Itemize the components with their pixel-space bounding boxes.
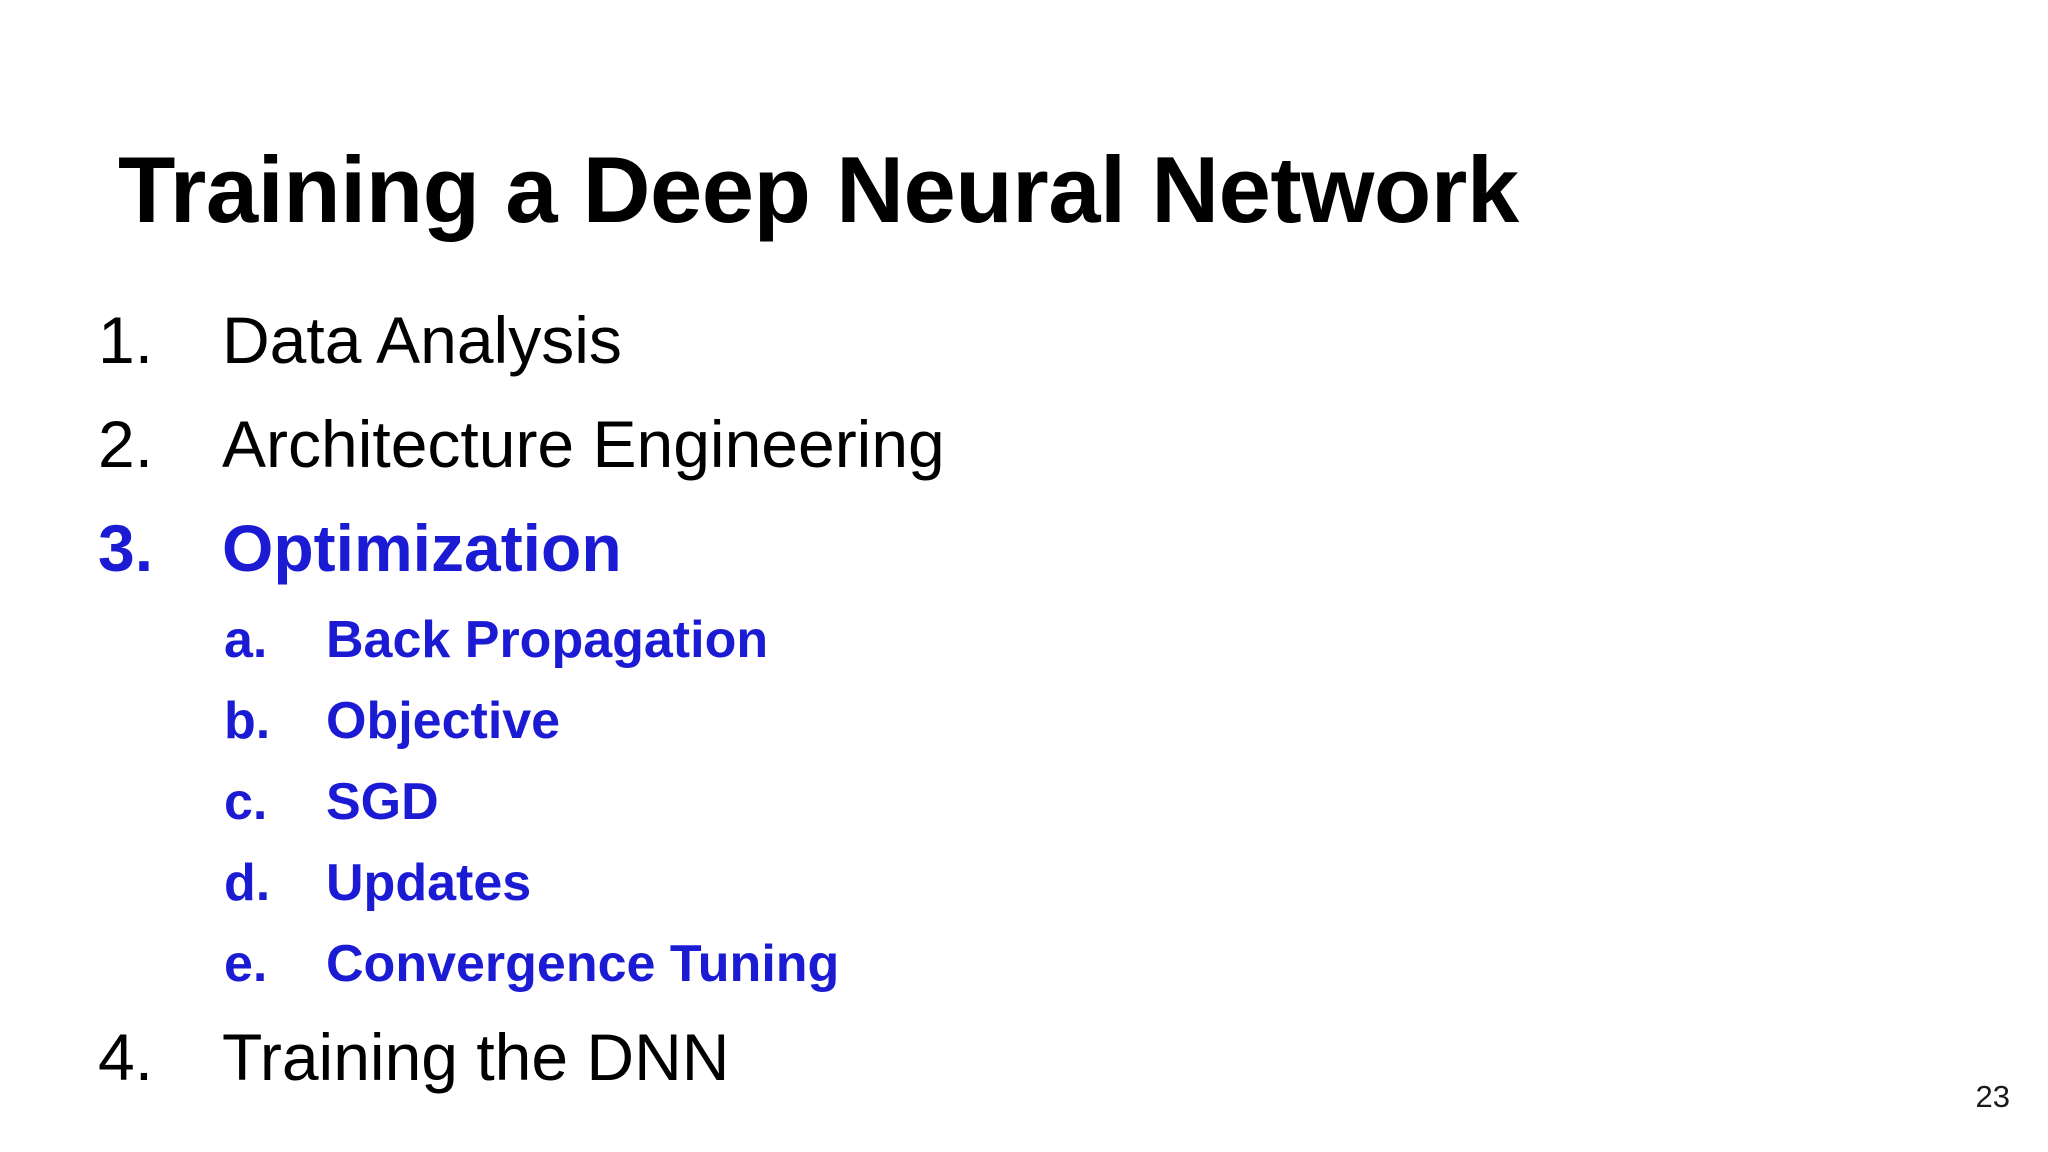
sub-list-item[interactable]: d. Updates <box>0 843 2048 924</box>
sub-list-item[interactable]: b. Objective <box>0 681 2048 762</box>
list-item-label: Architecture Engineering <box>222 407 945 481</box>
slide-number: 23 <box>1975 1079 2010 1114</box>
sub-list-item-marker: b. <box>224 692 271 750</box>
list-item[interactable]: 1. Data Analysis <box>0 288 2048 392</box>
outline-list: 1. Data Analysis 2. Architecture Enginee… <box>0 288 2048 1109</box>
sub-list-item[interactable]: e. Convergence Tuning <box>0 924 2048 1005</box>
sub-list-item-label: SGD <box>326 773 439 831</box>
sub-list-item-marker: d. <box>224 854 271 912</box>
list-item-marker: 3. <box>98 511 154 585</box>
list-item-label: Training the DNN <box>222 1020 730 1094</box>
sub-list-item-label: Back Propagation <box>326 611 769 669</box>
list-item-marker: 1. <box>98 303 154 377</box>
sub-list-item-label: Objective <box>326 692 561 750</box>
list-item[interactable]: 2. Architecture Engineering <box>0 392 2048 496</box>
page-title: Training a Deep Neural Network <box>118 136 1519 242</box>
sub-list-item-label: Updates <box>326 854 532 912</box>
list-item[interactable]: 4. Training the DNN <box>0 1005 2048 1109</box>
list-item-highlighted[interactable]: 3. Optimization <box>0 496 2048 600</box>
list-item-label: Data Analysis <box>222 303 622 377</box>
list-item-label: Optimization <box>222 511 622 585</box>
sub-list-item-marker: c. <box>224 773 268 831</box>
sub-list-item[interactable]: a. Back Propagation <box>0 600 2048 681</box>
list-item-marker: 2. <box>98 407 154 481</box>
sub-list-item-label: Convergence Tuning <box>326 935 840 993</box>
sub-list-item[interactable]: c. SGD <box>0 762 2048 843</box>
sub-list-item-marker: a. <box>224 611 268 669</box>
list-item-marker: 4. <box>98 1020 154 1094</box>
sub-list-item-marker: e. <box>224 935 268 993</box>
